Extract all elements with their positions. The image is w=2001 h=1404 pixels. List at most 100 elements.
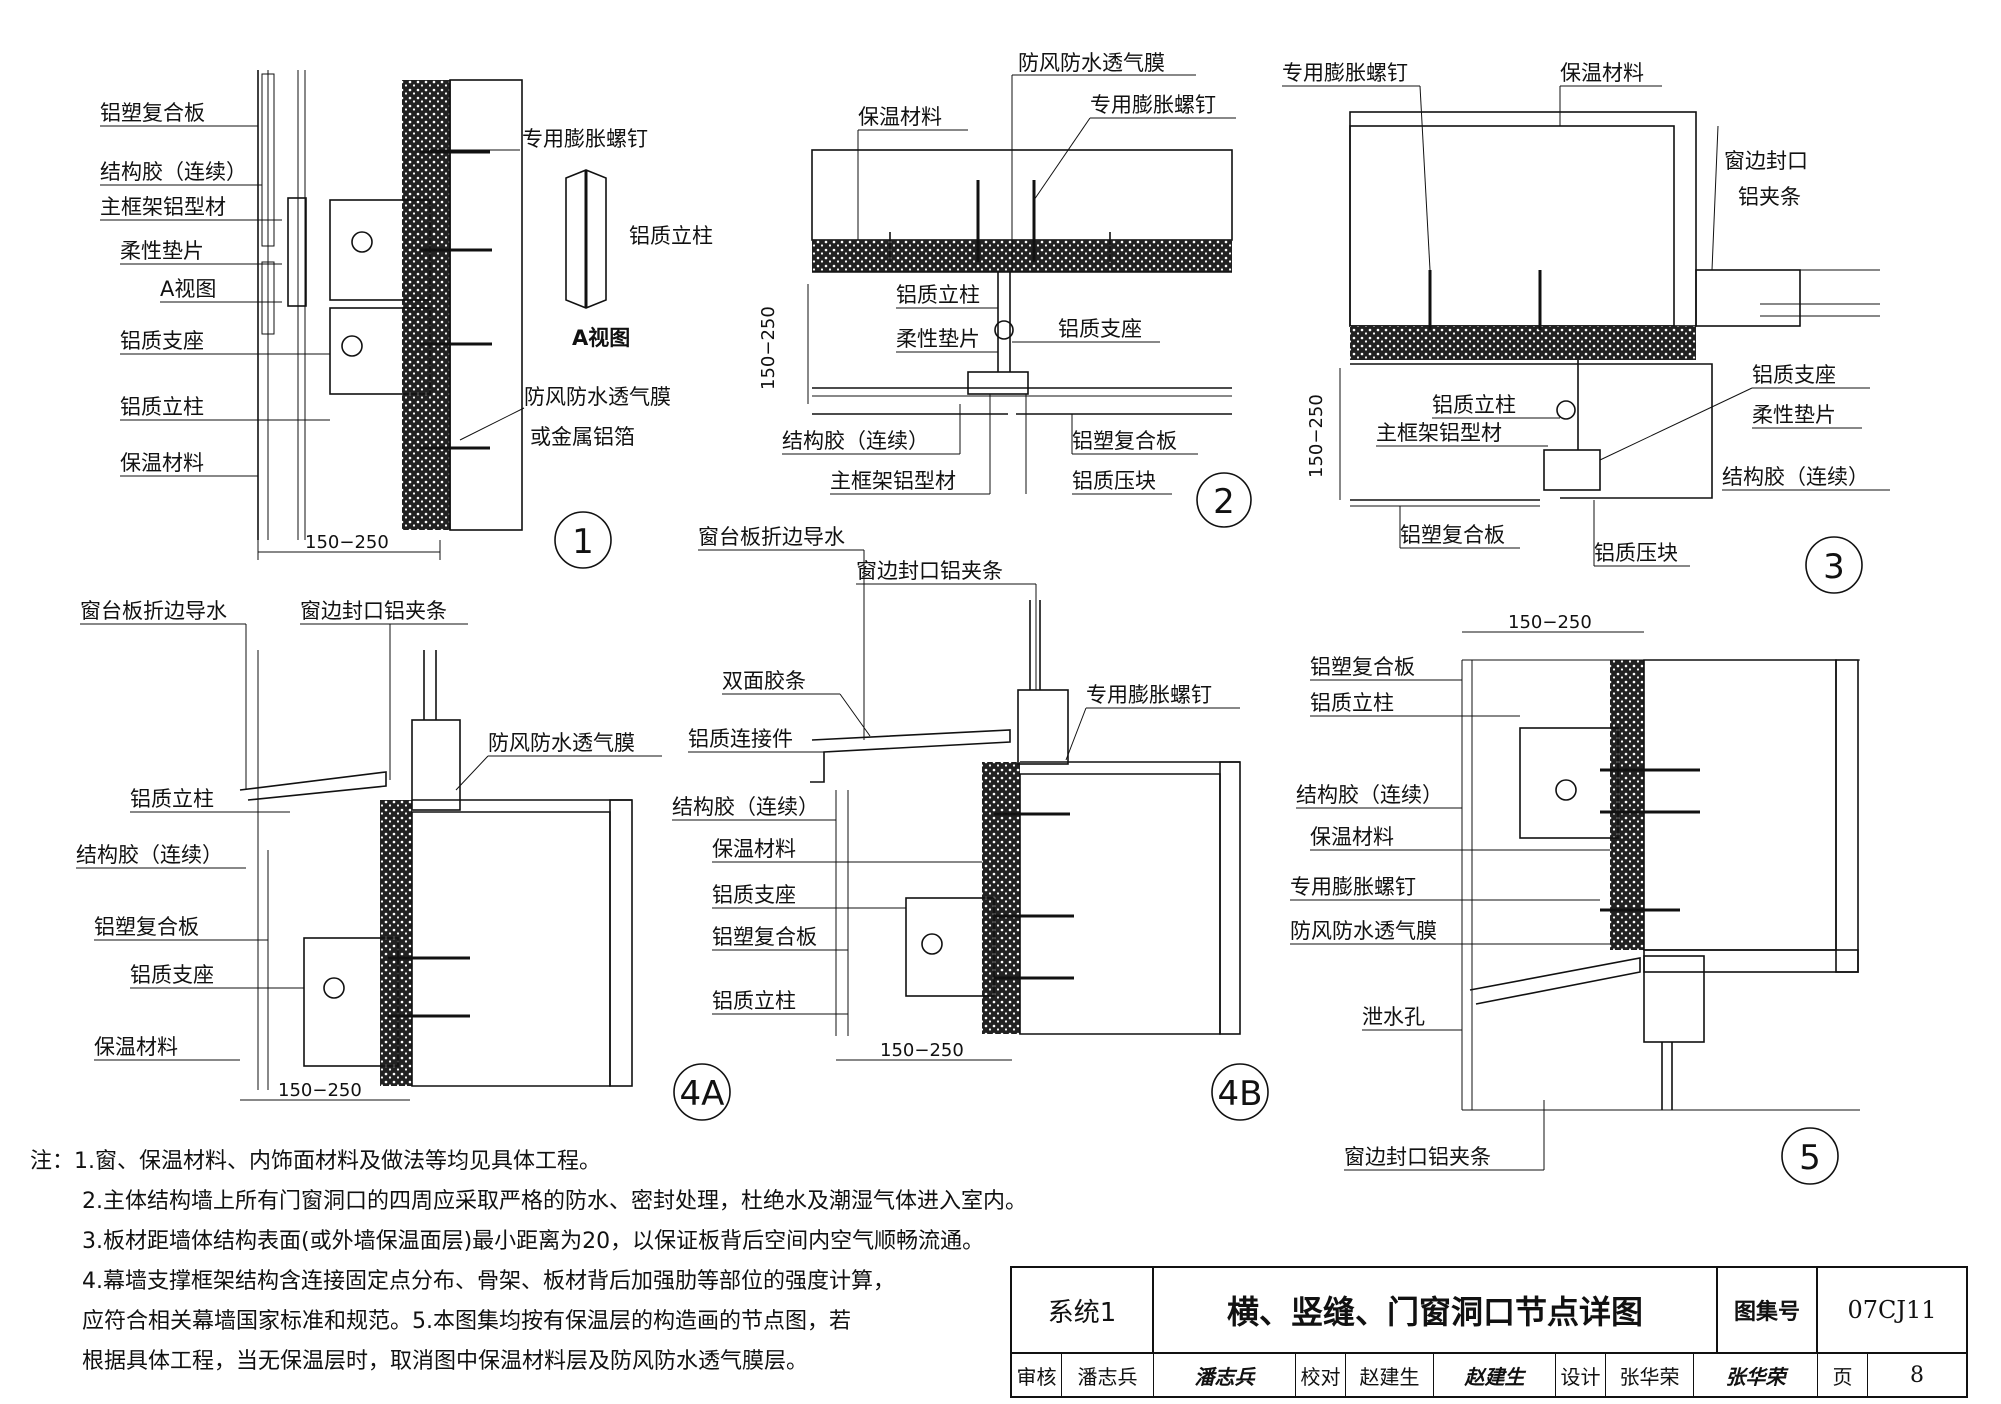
detail-number-circle xyxy=(1781,1127,1839,1185)
bolt-icon xyxy=(1555,779,1577,801)
label: 铝夹条 xyxy=(1738,185,1801,209)
label: 窗边封口铝夹条 xyxy=(1344,1145,1491,1169)
label: 铝质立柱 xyxy=(896,283,980,307)
dimension-label: 150−250 xyxy=(1306,394,1327,478)
detail-4A: 150−250 4A 窗台板折边导水 窗边封口铝夹条 防风防水透气膜 铝质立柱 … xyxy=(76,599,731,1121)
label: 铝质支座 xyxy=(712,883,796,907)
dimension-label: 150−250 xyxy=(1508,612,1592,633)
window-frame xyxy=(1017,689,1069,765)
label: 结构胶（连续） xyxy=(100,160,247,184)
bolt-icon xyxy=(323,977,345,999)
checker-signature: 赵建生 xyxy=(1434,1354,1556,1396)
bolt-icon xyxy=(351,231,373,253)
detail-number-circle xyxy=(554,511,612,569)
label: 窗边封口 xyxy=(1724,149,1808,173)
atlas-number-label: 图集号 xyxy=(1718,1268,1818,1354)
system-label: 系统1 xyxy=(1012,1268,1154,1354)
concrete-wall xyxy=(449,79,523,531)
drawing-title: 横、竖缝、门窗洞口节点详图 xyxy=(1154,1268,1718,1354)
designer-name: 张华荣 xyxy=(1606,1354,1694,1396)
label: 结构胶（连续） xyxy=(76,843,223,867)
label: 铝塑复合板 xyxy=(1310,655,1415,679)
label: 泄水孔 xyxy=(1362,1005,1425,1029)
label: 铝塑复合板 xyxy=(1072,429,1177,453)
bolt-icon xyxy=(1556,400,1576,420)
label: 保温材料 xyxy=(1310,825,1394,849)
design-label: 设计 xyxy=(1556,1354,1606,1396)
label: 保温材料 xyxy=(1560,61,1644,85)
label: 铝质支座 xyxy=(1058,317,1142,341)
label: 铝质连接件 xyxy=(688,727,793,751)
detail-5: 150−250 5 铝塑复合板 铝质立柱 结构胶（连续） 保温材料 专用膨胀螺钉… xyxy=(1290,612,1860,1185)
insulation-layer xyxy=(1610,660,1644,950)
dimension-label: 150−250 xyxy=(758,306,779,390)
inset-title: A视图 xyxy=(572,326,630,350)
detail-number: 4B xyxy=(1218,1074,1263,1114)
label: 专用膨胀螺钉 xyxy=(1086,683,1212,707)
label: 结构胶（连续） xyxy=(1722,465,1869,489)
label: 专用膨胀螺钉 xyxy=(1282,61,1408,85)
bolt-icon xyxy=(921,933,943,955)
label: 铝质压块 xyxy=(1594,541,1678,565)
label: 铝质立柱 xyxy=(1432,393,1516,417)
label: 保温材料 xyxy=(712,837,796,861)
label: 铝质立柱 xyxy=(712,989,796,1013)
concrete-wall xyxy=(411,811,611,1087)
review-label: 审核 xyxy=(1012,1354,1062,1396)
dimension-label: 150−250 xyxy=(305,532,389,553)
label: 窗台板折边导水 xyxy=(80,599,227,623)
note-line: 应符合相关幕墙国家标准和规范。5.本图集均按有保温层的构造画的节点图，若 xyxy=(82,1309,851,1334)
window-frame xyxy=(1643,955,1705,1043)
dimension-label: 150−250 xyxy=(278,1080,362,1101)
note-line: 根据具体工程，当无保温层时，取消图中保温材料层及防风防水透气膜层。 xyxy=(82,1349,809,1374)
reviewer-signature: 潘志兵 xyxy=(1154,1354,1296,1396)
reviewer-name: 潘志兵 xyxy=(1062,1354,1154,1396)
detail-2: 150−250 2 防风防水透气膜 保温材料 专用膨胀螺钉 铝质立柱 铝质支座 … xyxy=(758,51,1252,528)
insulation-layer xyxy=(812,240,1232,272)
detail-number-circle xyxy=(1196,472,1252,528)
label: 主框架铝型材 xyxy=(830,469,956,493)
label: 铝塑复合板 xyxy=(100,101,205,125)
label: 铝质支座 xyxy=(1752,363,1836,387)
label: 保温材料 xyxy=(94,1035,178,1059)
label: 窗边封口铝夹条 xyxy=(856,559,1003,583)
insulation-layer xyxy=(380,800,412,1086)
note-line: 2.主体结构墙上所有门窗洞口的四周应采取严格的防水、密封处理，杜绝水及潮湿气体进… xyxy=(82,1189,1027,1214)
label: 专用膨胀螺钉 xyxy=(1090,93,1216,117)
label: 主框架铝型材 xyxy=(100,195,226,219)
label: 双面胶条 xyxy=(722,669,806,693)
label: 柔性垫片 xyxy=(120,239,204,263)
detail-number: 3 xyxy=(1823,547,1845,587)
detail-number: 2 xyxy=(1213,482,1235,522)
detail-3: 150−250 3 专用膨胀螺钉 保温材料 窗边封口 铝夹条 铝质立柱 主框架铝… xyxy=(1282,61,1890,594)
detail5-labels: 铝塑复合板 铝质立柱 结构胶（连续） 保温材料 专用膨胀螺钉 防风防水透气膜 泄… xyxy=(1290,655,1610,1171)
window-frame xyxy=(1695,269,1801,327)
label: 铝质支座 xyxy=(120,329,204,353)
bolt-icon xyxy=(994,320,1014,340)
concrete-wall xyxy=(1349,125,1675,327)
detail-number-circle xyxy=(1211,1063,1269,1121)
inset-label: 铝质立柱 xyxy=(629,224,713,248)
label: 铝质立柱 xyxy=(120,395,204,419)
title-block: 系统1 横、竖缝、门窗洞口节点详图 图集号 07CJ11 审核 潘志兵 潘志兵 … xyxy=(1010,1266,1968,1398)
label: 或金属铝箔 xyxy=(530,425,635,449)
label: 保温材料 xyxy=(858,105,942,129)
label: 柔性垫片 xyxy=(1752,403,1836,427)
checker-name: 赵建生 xyxy=(1346,1354,1434,1396)
detail-number-circle xyxy=(673,1063,731,1121)
page-label: 页 xyxy=(1818,1354,1868,1396)
insulation-layer xyxy=(402,80,450,530)
label: 专用膨胀螺钉 xyxy=(522,127,648,151)
concrete-wall xyxy=(1643,659,1837,951)
window-frame xyxy=(411,719,461,811)
label: 防风防水透气膜 xyxy=(1290,919,1437,943)
label: 铝质压块 xyxy=(1072,469,1156,493)
detail2-labels: 防风防水透气膜 保温材料 专用膨胀螺钉 铝质立柱 铝质支座 柔性垫片 结构胶（连… xyxy=(782,51,1236,495)
concrete-wall xyxy=(811,149,1233,241)
detail-number: 5 xyxy=(1799,1138,1821,1178)
detail-number: 1 xyxy=(572,522,594,562)
label: 结构胶（连续） xyxy=(672,795,819,819)
label: 防风防水透气膜 xyxy=(524,385,671,409)
aluminium-bracket xyxy=(1519,727,1619,839)
label: 主框架铝型材 xyxy=(1376,421,1502,445)
